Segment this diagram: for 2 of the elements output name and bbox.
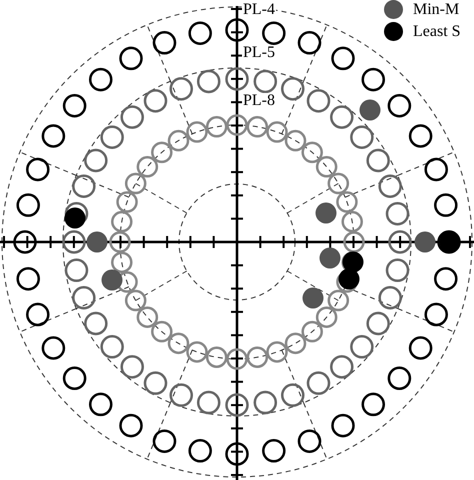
legend-label: Least S [413,22,461,40]
legend-label: Min-M [413,0,460,18]
